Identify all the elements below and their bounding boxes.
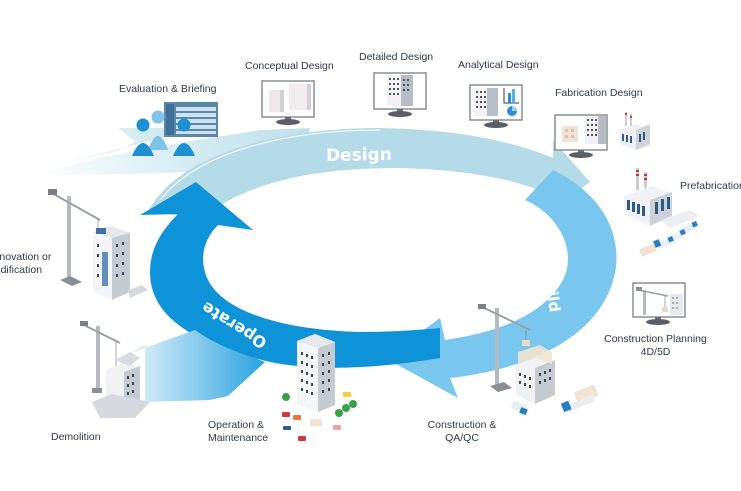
stage-label-fabrication: Fabrication Design bbox=[555, 87, 643, 99]
factory-icon bbox=[624, 168, 700, 257]
phase-label-design: Design bbox=[326, 145, 392, 166]
stage-label-analytical: Analytical Design bbox=[458, 59, 539, 71]
small-factory-icon bbox=[620, 112, 650, 150]
stage-label-evaluation: Evaluation & Briefing bbox=[119, 83, 217, 95]
stage-label-conceptual: Conceptual Design bbox=[245, 60, 334, 72]
monitor-building-icon bbox=[373, 72, 427, 117]
stage-label-construction-line2: QA/QC bbox=[445, 432, 479, 444]
demolition-icon bbox=[80, 321, 150, 418]
construction-site-icon bbox=[478, 304, 599, 416]
phase-label-build: Build bbox=[540, 268, 564, 313]
stage-label-construction-line1: Construction & bbox=[427, 419, 497, 431]
stage-label-demolition: Demolition bbox=[51, 431, 101, 443]
monitor-analysis-icon bbox=[469, 84, 523, 128]
stage-label-renovation-line1: Renovation or bbox=[0, 251, 52, 263]
design-arc bbox=[148, 128, 590, 218]
monitor-crane-icon bbox=[632, 282, 686, 325]
demolition-outflow-arrow bbox=[128, 330, 265, 402]
stage-label-renovation: Renovation or Modification bbox=[0, 251, 51, 277]
stage-label-operation-line2: Maintenance bbox=[208, 432, 269, 444]
stage-label-planning-line1: Construction Planning bbox=[604, 333, 707, 345]
crane-building-icon bbox=[48, 189, 148, 300]
stage-label-operation: Operation & Maintenance bbox=[208, 419, 268, 445]
stage-label-operation-line1: Operation & bbox=[208, 419, 265, 431]
truck-icon bbox=[639, 221, 698, 257]
city-block-icon bbox=[282, 334, 357, 441]
stage-label-construction: Construction & QA/QC bbox=[422, 419, 502, 445]
stage-label-planning-line2: 4D/5D bbox=[640, 346, 671, 358]
design-arc-highlight bbox=[159, 129, 381, 201]
monitor-fabrication-icon bbox=[554, 114, 608, 158]
stage-label-detailed: Detailed Design bbox=[359, 51, 434, 63]
monitor-massing-icon bbox=[261, 80, 315, 125]
stage-label-planning: Construction Planning 4D/5D bbox=[598, 333, 713, 359]
operate-arc bbox=[140, 182, 440, 368]
build-arc bbox=[385, 170, 617, 398]
stage-label-prefabrication: Prefabrication bbox=[680, 180, 741, 192]
team-meeting-icon bbox=[132, 102, 218, 156]
stage-label-renovation-line2: Modification bbox=[0, 264, 43, 276]
